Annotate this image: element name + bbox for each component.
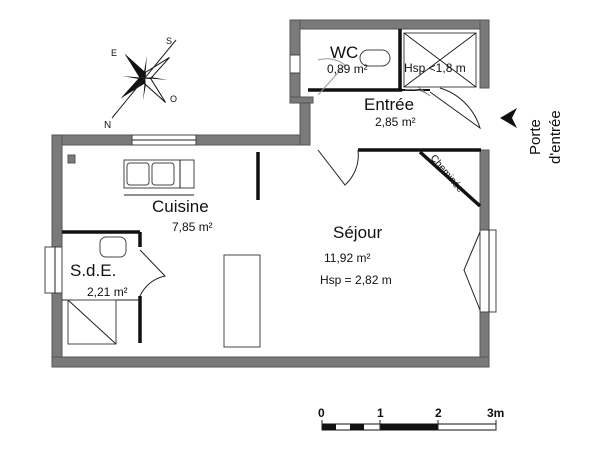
entrance-label-line1: Porte [527, 119, 544, 155]
room-area-sde: 2,21 m² [87, 285, 128, 299]
closet-height-label: Hsp <1,8 m [404, 61, 466, 75]
door-swings [139, 58, 481, 297]
room-area-sejour: 11,92 m² [324, 251, 370, 265]
entrance-arrow-icon [500, 108, 517, 128]
room-name-sde: S.d.E. [70, 261, 116, 280]
exterior-walls [51, 19, 490, 368]
entrance-label-line2: d'entrée [547, 110, 564, 164]
fixtures [67, 32, 477, 348]
room-height-sejour: Hsp = 2,82 m [320, 273, 392, 287]
scale-bar [321, 420, 497, 431]
room-area-wc: 0,89 m² [327, 62, 368, 76]
room-name-cuisine: Cuisine [152, 197, 209, 216]
chimney-label: Cheminée [428, 153, 466, 195]
room-name-wc: WC [330, 43, 358, 62]
scale-tick-0: 0 [318, 406, 325, 420]
compass-o-label: O [170, 94, 177, 104]
room-area-cuisine: 7,85 m² [172, 220, 213, 234]
scale-tick-1: 1 [377, 406, 384, 420]
windows [44, 54, 497, 313]
room-name-sejour: Séjour [333, 223, 382, 242]
room-name-entree: Entrée [364, 95, 414, 114]
compass-e-label: E [111, 48, 117, 58]
compass-icon [120, 53, 170, 103]
compass-axis [111, 39, 177, 119]
room-area-entree: 2,85 m² [375, 115, 416, 129]
scale-tick-3: 3m [487, 406, 504, 420]
scale-tick-2: 2 [435, 406, 442, 420]
compass-s-label: S [166, 36, 172, 46]
compass-n-label: N [104, 120, 111, 131]
